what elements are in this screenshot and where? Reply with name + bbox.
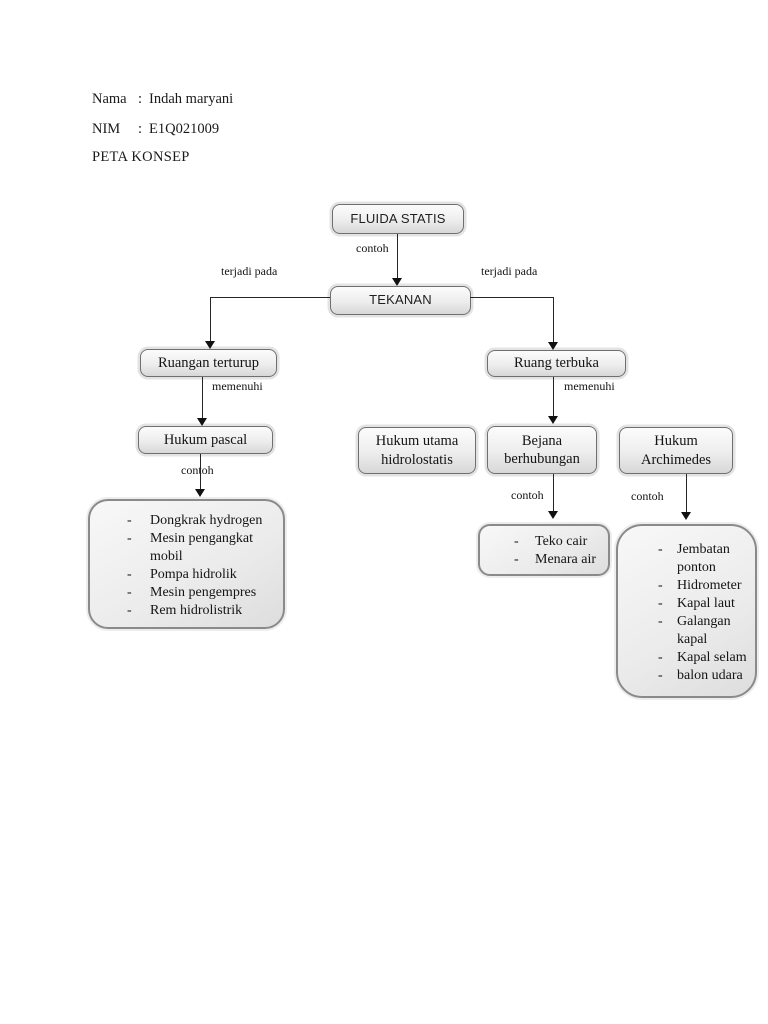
node-ruangan-tertutup: Ruangan terturup xyxy=(140,349,277,377)
arrowhead-fluida-to-tekanan xyxy=(392,278,402,286)
header-nim-row: NIM: E1Q021009 xyxy=(92,121,219,138)
examples-archimedes-box: - Jembatan ponton - Hidrometer - Kapal l… xyxy=(616,524,757,698)
connector-ruang-terbuka-to-bejana-line xyxy=(553,377,555,416)
list-item-dash: - xyxy=(658,650,663,665)
list-item-text: Mesin pengangkat mobil xyxy=(150,531,254,564)
list-item-text: Kapal selam xyxy=(677,650,747,665)
connector-tekanan-left-hline xyxy=(210,297,330,299)
list-item: - Rem hidrolistrik xyxy=(127,602,275,620)
list-item-dash: - xyxy=(658,578,663,593)
header-nim-label: NIM xyxy=(92,121,121,137)
edge-label-contoh-pascal: contoh xyxy=(181,463,214,477)
header-nama-value: Indah maryani xyxy=(149,91,234,107)
header-nim-colon: : xyxy=(138,121,143,137)
arrowhead-ruang-terbuka-to-bejana xyxy=(548,416,558,424)
node-ruang-terbuka: Ruang terbuka xyxy=(487,350,626,377)
node-bejana-berhubungan: Bejana berhubungan xyxy=(487,426,597,474)
list-item-dash: - xyxy=(127,603,132,618)
list-item-text: Jembatan ponton xyxy=(677,542,730,575)
list-item-text: Mesin pengempres xyxy=(150,585,257,600)
edge-label-memenuhi-left: memenuhi xyxy=(212,379,263,393)
arrowhead-bejana-to-examples xyxy=(548,511,558,519)
examples-pascal-box: - Dongkrak hydrogen - Mesin pengangkat m… xyxy=(88,499,285,629)
node-hukum-pascal: Hukum pascal xyxy=(138,426,273,454)
examples-bejana-box: - Teko cair - Menara air xyxy=(478,524,610,576)
list-item-dash: - xyxy=(658,596,663,611)
connector-pascal-to-examples-line xyxy=(200,454,202,489)
edge-label-memenuhi-right: memenuhi xyxy=(564,379,615,393)
list-item: - Mesin pengangkat mobil xyxy=(127,530,275,566)
connector-ruangan-to-pascal-line xyxy=(202,377,204,418)
header-nama-row: Nama: Indah maryani xyxy=(92,91,233,108)
list-item-dash: - xyxy=(658,668,663,683)
node-hukum-archimedes: Hukum Archimedes xyxy=(619,427,733,474)
list-item: - Hidrometer xyxy=(658,577,753,595)
header-nama-colon: : xyxy=(138,91,143,107)
connector-fluida-to-tekanan-line xyxy=(397,234,399,279)
arrowhead-tekanan-to-ruang-terbuka xyxy=(548,342,558,350)
list-item: - balon udara xyxy=(658,667,753,685)
list-item: - Kapal laut xyxy=(658,595,753,613)
edge-label-contoh-bejana: contoh xyxy=(511,488,544,502)
list-item-text: Rem hidrolistrik xyxy=(150,603,243,618)
list-item-dash: - xyxy=(127,531,132,546)
list-item-text: balon udara xyxy=(677,668,743,683)
arrowhead-pascal-to-examples xyxy=(195,489,205,497)
connector-archimedes-to-examples-line xyxy=(686,474,688,512)
edge-label-terjadi-pada-right: terjadi pada xyxy=(481,264,538,278)
list-item-dash: - xyxy=(127,567,132,582)
edge-label-contoh-archimedes: contoh xyxy=(631,489,664,503)
edge-label-contoh-top: contoh xyxy=(356,241,389,255)
list-item: - Mesin pengempres xyxy=(127,584,275,602)
arrowhead-archimedes-to-examples xyxy=(681,512,691,520)
page-title: PETA KONSEP xyxy=(92,149,190,165)
connector-tekanan-to-ruangan-line xyxy=(210,297,212,341)
list-item-dash: - xyxy=(127,585,132,600)
node-tekanan: TEKANAN xyxy=(330,286,471,315)
list-item-text: Hidrometer xyxy=(677,578,742,593)
list-item: - Jembatan ponton xyxy=(658,541,753,577)
connector-tekanan-to-ruang-terbuka-line xyxy=(553,297,555,342)
connector-tekanan-right-hline xyxy=(470,297,554,299)
list-item-text: Dongkrak hydrogen xyxy=(150,513,263,528)
connector-bejana-to-examples-line xyxy=(553,474,555,511)
arrowhead-tekanan-to-ruangan xyxy=(205,341,215,349)
list-item-dash: - xyxy=(514,534,519,549)
list-item-dash: - xyxy=(658,614,663,629)
edge-label-terjadi-pada-left: terjadi pada xyxy=(221,264,278,278)
list-item: - Dongkrak hydrogen xyxy=(127,512,275,530)
list-item-dash: - xyxy=(658,542,663,557)
list-item: - Menara air xyxy=(514,551,604,569)
list-item-text: Pompa hidrolik xyxy=(150,567,237,582)
list-item-dash: - xyxy=(127,513,132,528)
list-item-text: Kapal laut xyxy=(677,596,735,611)
list-item-text: Menara air xyxy=(535,552,597,567)
list-item: - Teko cair xyxy=(514,533,604,551)
list-item: - Galangan kapal xyxy=(658,613,753,649)
header-nim-value: E1Q021009 xyxy=(149,121,220,137)
node-hukum-utama-hidrolostatis: Hukum utama hidrolostatis xyxy=(358,427,476,474)
list-item-dash: - xyxy=(514,552,519,567)
arrowhead-ruangan-to-pascal xyxy=(197,418,207,426)
list-item-text: Teko cair xyxy=(535,534,588,549)
header-nama-label: Nama xyxy=(92,91,127,107)
list-item-text: Galangan kapal xyxy=(677,614,731,647)
list-item: - Pompa hidrolik xyxy=(127,566,275,584)
list-item: - Kapal selam xyxy=(658,649,753,667)
node-fluida-statis: FLUIDA STATIS xyxy=(332,204,464,234)
